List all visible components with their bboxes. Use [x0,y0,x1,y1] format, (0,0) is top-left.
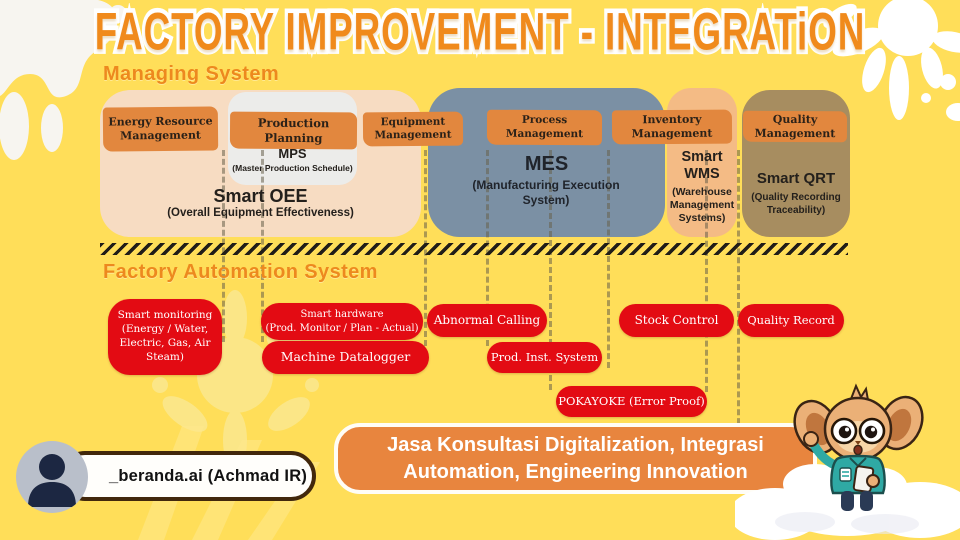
dashed-divider-line [549,150,552,390]
dashed-divider-line [737,150,740,442]
banner-energy-resource-management: Energy Resource Management [102,106,219,152]
smart-oee-title: Smart OEE [213,186,308,206]
mes-subtitle: (Manufacturing Execution System) [472,178,620,207]
smart-qrt-subtitle: (Quality Recording Traceability) [751,192,841,216]
smart-qrt-title: Smart QRT [756,170,836,187]
pill-smart-hardware: Smart hardware (Prod. Monitor / Plan - A… [261,303,423,340]
pill-smart-monitoring: Smart monitoring (Energy / Water, Electr… [108,299,222,375]
pill-pokayoke: POKAYOKE (Error Proof) [556,386,707,417]
consulting-banner-line2: Automation, Engineering Innovation [403,460,748,483]
consulting-banner: Jasa Konsultasi Digitalization, Integras… [334,423,817,494]
mps-subtitle: (Master Production Schedule) [232,163,353,173]
pill-machine-datalogger: Machine Datalogger [262,341,429,374]
pill-quality-record: Quality Record [738,304,844,337]
mes-title: MES [524,153,569,175]
mascot-illustration [793,383,924,511]
banner-quality-management: Quality Management [742,110,848,143]
banner-equipment-management: Equipment Management [362,111,464,147]
pill-stock-control: Stock Control [619,304,734,337]
banner-production-planning: Production Planning [229,111,358,150]
dashed-divider-line [607,150,610,368]
smart-oee-subtitle: (Overall Equipment Effectiveness) [167,207,354,219]
managing-system-heading: Managing System [103,63,280,85]
consulting-banner-line1: Jasa Konsultasi Digitalization, Integras… [387,434,764,457]
handle-text: _beranda.ai (Achmad IR) [108,466,308,485]
factory-automation-heading: Factory Automation System [103,261,378,283]
smart-wms-title: Smart WMS [681,149,723,183]
banner-process-management: Process Management [486,109,603,146]
pill-prod-inst-system: Prod. Inst. System [487,342,602,373]
page-title: FACTORY IMPROVEMENT - INTEGRATiON [92,0,868,66]
hatched-section-divider [100,243,848,255]
dashed-divider-line [705,150,708,392]
pill-abnormal-calling: Abnormal Calling [427,304,547,337]
avatar [16,441,88,513]
smart-wms-subtitle: (Warehouse Management Systems) [669,186,735,225]
mps-title: MPS [278,146,307,161]
person-icon [28,454,76,507]
banner-inventory-management: Inventory Management [611,109,733,145]
handle-pill: _beranda.ai (Achmad IR) [60,451,316,501]
